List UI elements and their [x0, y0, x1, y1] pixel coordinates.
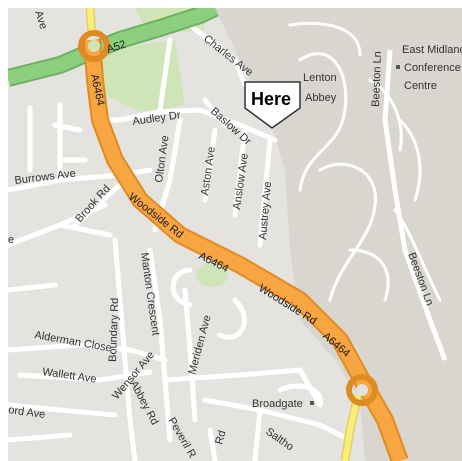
- label-austrey-ave: Austrey Ave: [257, 181, 274, 240]
- here-marker[interactable]: Here: [244, 81, 301, 129]
- label-ord-ave: ord Ave: [8, 404, 46, 421]
- label-boundary-rd: Boundary Rd: [107, 298, 121, 363]
- here-marker-pin: [244, 81, 301, 129]
- roundabout-south: [346, 374, 378, 406]
- campus-paths: [288, 21, 442, 302]
- label-rd-small: Rd: [213, 429, 228, 446]
- minor-roads: [8, 22, 353, 461]
- east-midlands-poi-icon: [396, 65, 400, 69]
- here-marker-label: Here: [251, 89, 291, 109]
- label-a52: A52: [105, 38, 127, 55]
- label-partial-e: e: [8, 234, 14, 246]
- roundabout-north: [78, 30, 110, 62]
- beeston-ln-road: [382, 49, 448, 361]
- label-abbey: Abbey: [305, 92, 337, 104]
- label-partial-ave: Ave: [32, 9, 49, 31]
- park-area-round: [196, 263, 228, 287]
- label-east-midlands: East Midlands: [402, 44, 462, 56]
- label-broadgate: Broadgate: [252, 398, 303, 410]
- label-conference: Conference: [404, 62, 461, 74]
- label-centre: Centre: [404, 80, 437, 92]
- label-beeston-ln-1: Beeston Ln: [370, 51, 384, 107]
- broadgate-poi-icon: [310, 401, 314, 405]
- label-lenton: Lenton: [303, 72, 337, 84]
- map-canvas[interactable]: A52 A6464 Woodside Rd A6464 Woodside Rd …: [8, 8, 462, 461]
